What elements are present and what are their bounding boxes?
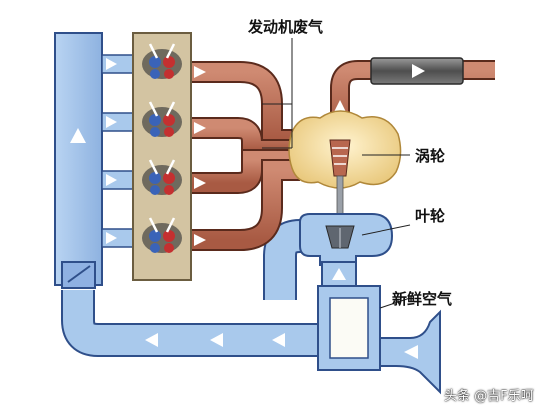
compressor-label: 叶轮 [415,207,446,225]
turbine-label: 涡轮 [415,147,446,165]
air-filter-box [317,285,381,371]
valve-icon [142,101,182,137]
watermark: 头条 @吉F乐呵 [444,389,534,404]
flow-arrow-icon [332,268,346,280]
exhaust-manifold [190,61,300,251]
flow-arrow-icon [404,345,418,359]
fresh-air-inlet [379,309,441,395]
exhaust-outlet-pipe [330,60,495,128]
valve-icon [142,159,182,195]
intake-manifold [54,32,103,289]
exhaust-label: 发动机废气 [248,18,324,36]
compressor-housing [299,213,394,266]
valve-icon [142,43,182,79]
valve-icon [142,217,182,253]
intake-runners [101,54,135,248]
cylinders [142,43,182,253]
leader-lines [262,38,411,309]
flow-arrow-icon [145,333,285,347]
muffler [370,57,464,85]
flow-arrow-icon [412,64,425,78]
turbine-housing [288,110,402,189]
fresh-air-label: 新鲜空气 [392,290,453,308]
flow-arrow-icon [70,128,86,143]
